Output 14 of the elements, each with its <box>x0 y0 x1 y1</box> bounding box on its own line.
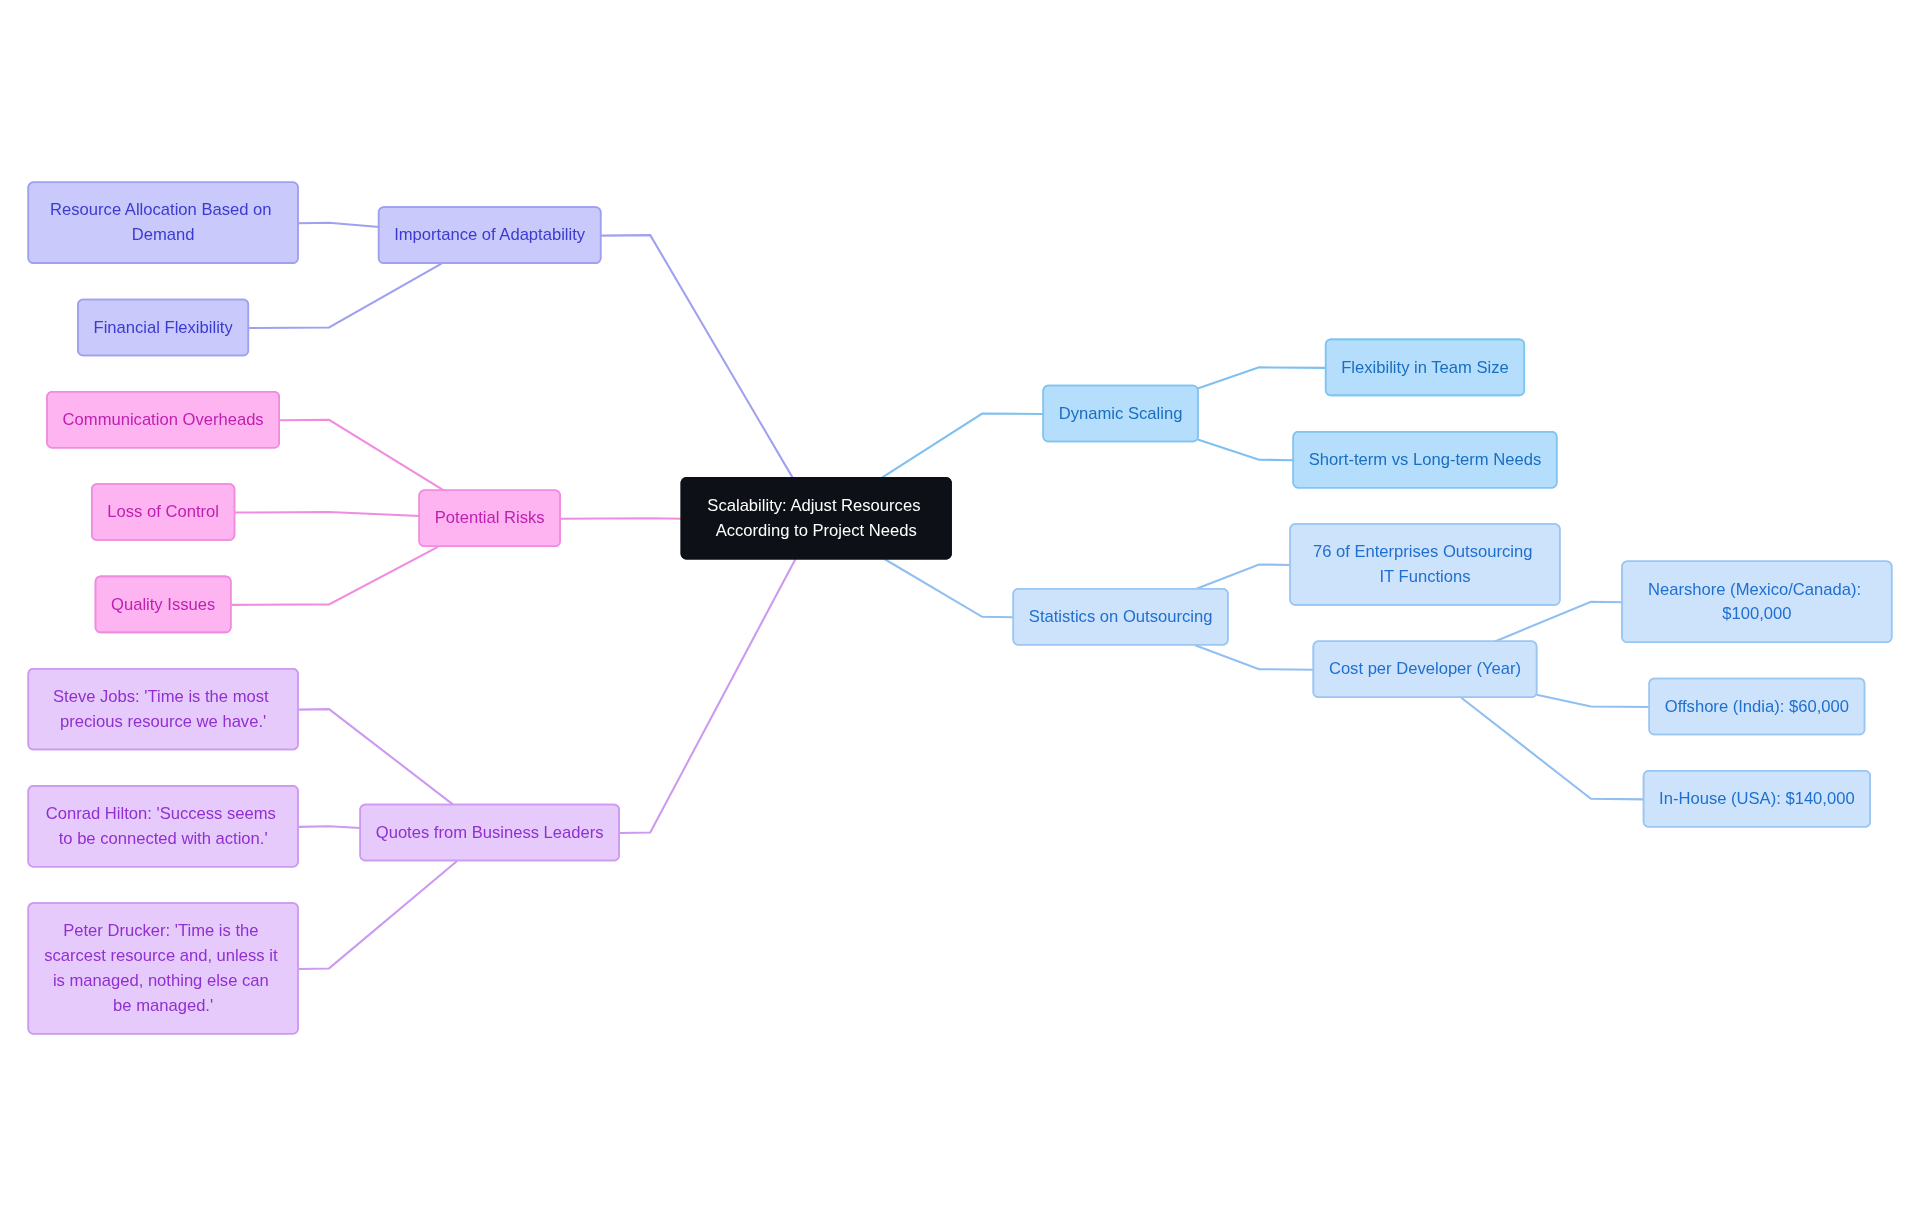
connector <box>231 545 439 606</box>
connector <box>1536 693 1650 708</box>
connector <box>298 824 361 829</box>
connector <box>560 516 682 520</box>
connector <box>298 859 458 970</box>
connector <box>880 412 1044 479</box>
connector <box>619 558 797 834</box>
connector <box>235 510 420 517</box>
connector <box>884 557 1014 618</box>
connector <box>298 707 455 806</box>
connector <box>1197 438 1294 461</box>
connector <box>601 233 794 479</box>
connector <box>1194 643 1314 671</box>
connector <box>248 262 442 329</box>
